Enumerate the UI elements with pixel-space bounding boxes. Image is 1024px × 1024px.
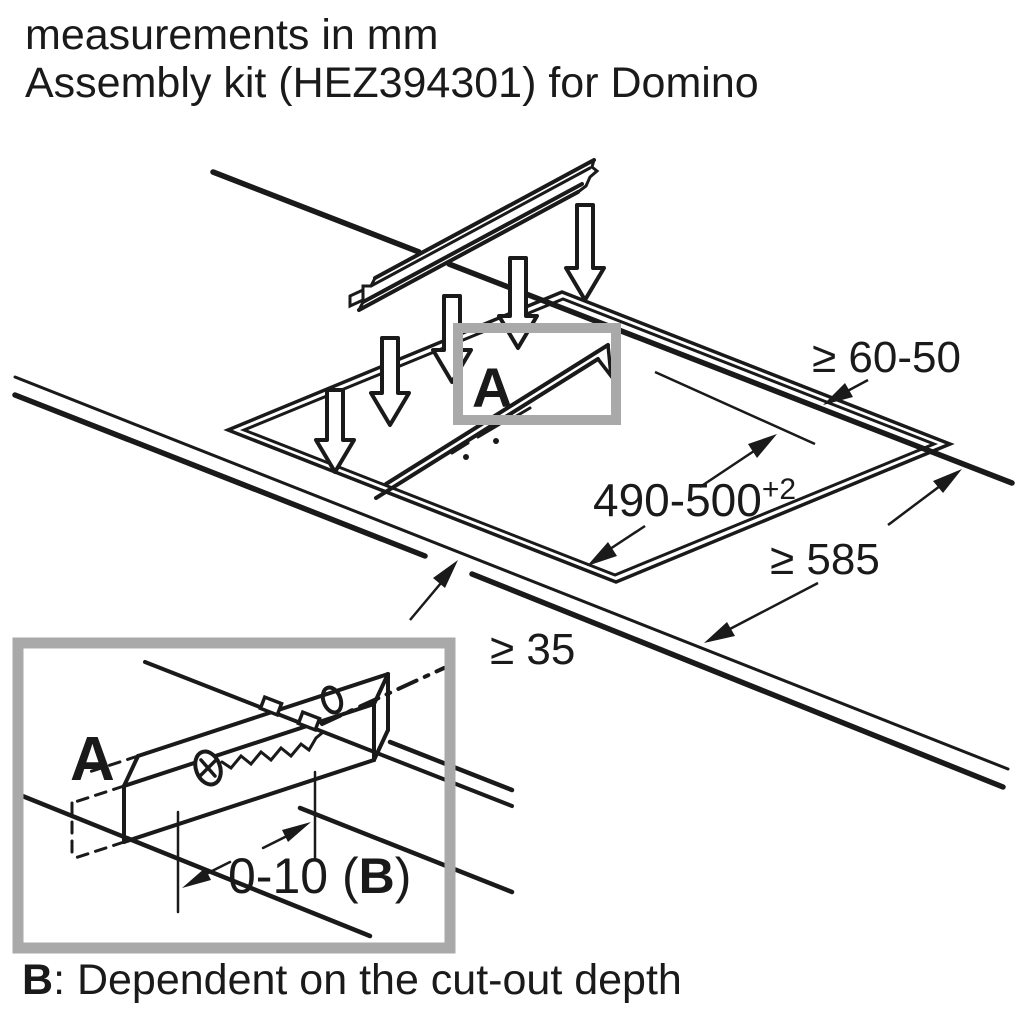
worktop-front-edge <box>12 375 1010 790</box>
label-front-clearance: ≥ 35 <box>490 625 575 674</box>
detail-inset: A 0-10 (B) <box>12 637 515 954</box>
detail-callout-marker: A <box>453 323 621 425</box>
label-cutout-depth: 490-500+2 <box>593 473 796 526</box>
label-counter-depth: ≥ 585 <box>770 535 880 584</box>
page-title: measurements in mm <box>25 11 439 59</box>
screw-icon <box>193 731 324 787</box>
dimension-labels: ≥ 60-50 490-500+2 ≥ 585 ≥ 35 <box>490 333 961 674</box>
dimension-back-clearance <box>823 378 869 405</box>
dimension-cutout-depth <box>587 370 816 566</box>
detail-rail <box>122 672 390 844</box>
dimension-front-clearance <box>409 560 458 621</box>
page-subtitle: Assembly kit (HEZ394301) for Domino <box>25 59 759 107</box>
detail-worktop-front <box>17 792 373 939</box>
detail-dimension <box>176 770 317 914</box>
detail-inset-border <box>12 637 456 954</box>
down-arrow-icon <box>314 388 356 474</box>
callout-label: A <box>472 356 512 419</box>
screw-hole <box>320 685 344 715</box>
dimensions <box>409 370 962 643</box>
detail-worktop-front-lower <box>297 805 515 895</box>
centerline <box>320 666 446 726</box>
insertion-arrows <box>314 203 606 474</box>
rail-hook-tabs <box>258 694 322 733</box>
down-arrow-icon <box>564 203 606 302</box>
label-back-clearance: ≥ 60-50 <box>812 333 961 382</box>
lowered-rail <box>348 158 600 312</box>
footnote: B: Dependent on the cut-out depth <box>22 956 682 1005</box>
down-arrow-icon <box>369 336 411 427</box>
footnote-key: B <box>22 956 54 1004</box>
footnote-text: : Dependent on the cut-out depth <box>53 956 682 1004</box>
detail-dimension-label: 0-10 (B) <box>228 848 411 904</box>
detail-rail-hidden-edges <box>70 754 140 861</box>
detail-label: A <box>70 725 115 794</box>
fitted-rail <box>374 343 614 500</box>
dimension-counter-depth <box>704 469 962 643</box>
